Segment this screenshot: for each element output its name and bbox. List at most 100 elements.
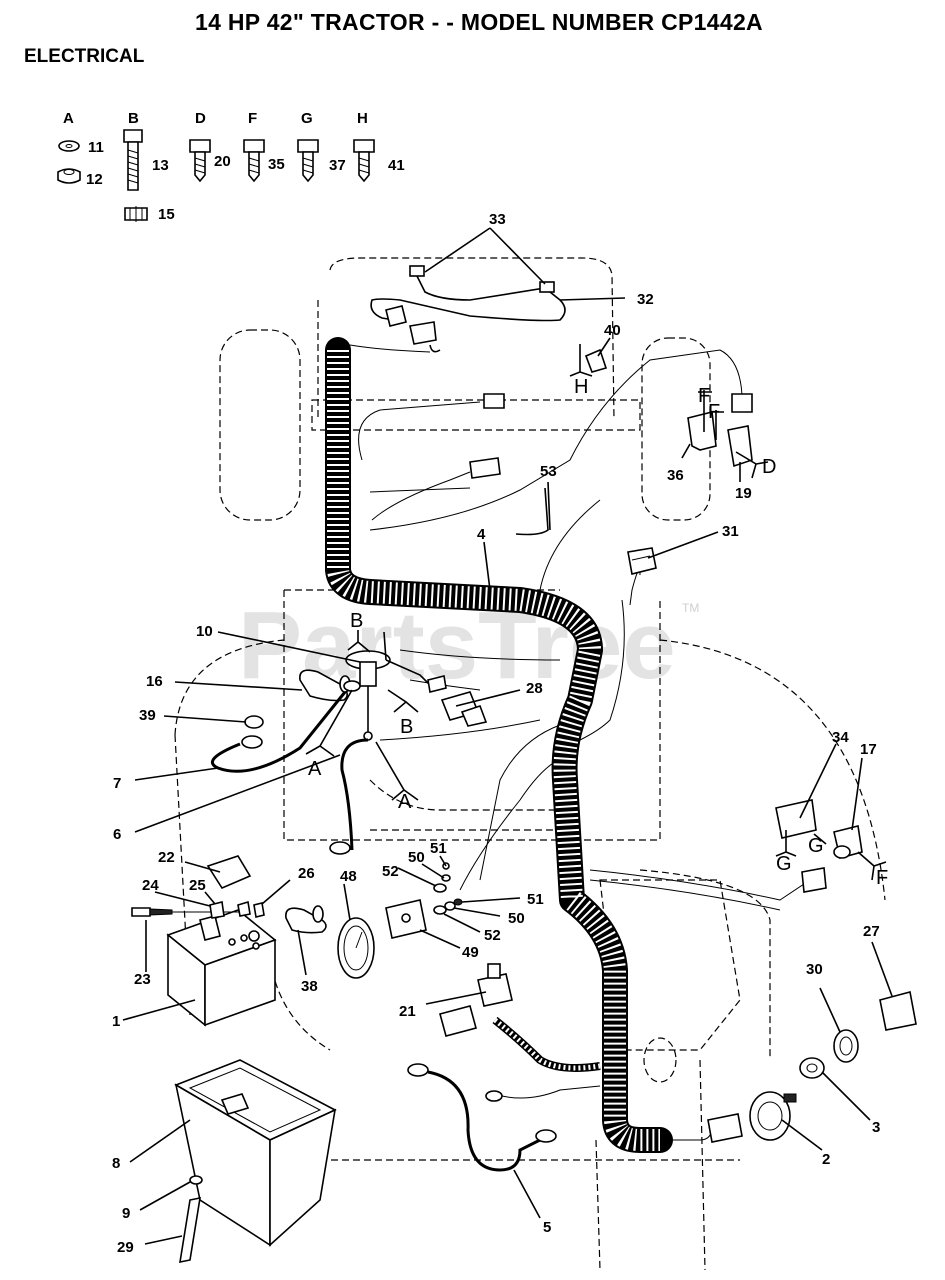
wire bbox=[539, 499, 601, 591]
symbol-b2 bbox=[387, 689, 419, 713]
screw-20-head bbox=[189, 139, 211, 153]
part-13-label: 13 bbox=[152, 157, 169, 174]
callout-25: 25 bbox=[189, 877, 206, 894]
leader-9 bbox=[139, 1181, 191, 1211]
wire bbox=[379, 719, 541, 741]
headlight-bulb-left bbox=[409, 265, 425, 277]
callout-50-upper: 50 bbox=[408, 849, 425, 866]
callout-21: 21 bbox=[399, 1003, 416, 1020]
headlight-bulb-right bbox=[539, 281, 555, 293]
part-53-shape bbox=[515, 487, 549, 536]
switch-nub bbox=[783, 1093, 797, 1103]
callout-34: 34 bbox=[832, 729, 849, 746]
callout-6: 6 bbox=[113, 826, 121, 843]
hardware-key: A B D F G H 11 12 13 15 20 35 37 bbox=[57, 110, 405, 223]
wire bbox=[589, 879, 781, 911]
battery-cable-7 bbox=[211, 680, 361, 773]
hardware-symbol-g-1: G bbox=[776, 853, 792, 875]
pedestal-outline bbox=[599, 879, 741, 1051]
callout-23: 23 bbox=[134, 971, 151, 988]
callout-16: 16 bbox=[146, 673, 163, 690]
wire bbox=[349, 344, 431, 353]
washer-52-upper bbox=[433, 883, 447, 893]
symbol-f3 bbox=[857, 851, 887, 881]
main-wire-harness-4 bbox=[325, 337, 673, 1153]
screw-35-head bbox=[243, 139, 265, 153]
cable-ring bbox=[343, 680, 361, 692]
hardware-letter-a: A bbox=[63, 110, 74, 127]
part-40-shape bbox=[584, 348, 608, 373]
harness-coil-rings bbox=[327, 350, 660, 1151]
part-37-label: 37 bbox=[329, 157, 346, 174]
pto-coil-cable bbox=[492, 1016, 601, 1072]
hood-outline bbox=[329, 257, 615, 421]
washer-50-upper bbox=[441, 874, 451, 882]
tray-block bbox=[220, 1093, 250, 1115]
seat-right bbox=[639, 869, 771, 1060]
battery-tray-8 bbox=[174, 1059, 337, 1247]
callout-19: 19 bbox=[735, 485, 752, 502]
callout-40: 40 bbox=[604, 322, 621, 339]
leader-28 bbox=[455, 689, 521, 707]
leader-32 bbox=[559, 297, 626, 301]
leader-8 bbox=[129, 1119, 191, 1163]
leader-31 bbox=[647, 531, 719, 559]
cable-wire bbox=[427, 1070, 541, 1172]
callout-51-upper: 51 bbox=[430, 840, 447, 857]
headlight-harness bbox=[370, 265, 566, 353]
part-20-label: 20 bbox=[214, 153, 231, 170]
wire bbox=[371, 471, 471, 521]
hardware-letter-h: H bbox=[357, 110, 368, 127]
hardware-symbol-g-2: G bbox=[808, 835, 824, 857]
leader-52b bbox=[443, 913, 481, 933]
headlight-connector-1 bbox=[385, 305, 407, 327]
callout-29: 29 bbox=[117, 1239, 134, 1256]
callout-53: 53 bbox=[540, 463, 557, 480]
leader-51b bbox=[461, 897, 521, 903]
leader-39 bbox=[163, 715, 247, 723]
battery-1 bbox=[166, 909, 277, 1027]
leader-21 bbox=[425, 991, 487, 1005]
callout-39: 39 bbox=[139, 707, 156, 724]
pto-switch-21 bbox=[439, 963, 513, 1037]
leader-30 bbox=[819, 987, 841, 1033]
callout-36: 36 bbox=[667, 467, 684, 484]
screw-threads bbox=[248, 157, 260, 174]
symbol-b1 bbox=[347, 630, 371, 653]
part-35-label: 35 bbox=[268, 156, 285, 173]
harness-connector bbox=[731, 393, 753, 413]
bolt-23-shank bbox=[149, 908, 173, 916]
washer-11-shape bbox=[58, 140, 80, 152]
harness-connector bbox=[469, 457, 501, 479]
callout-50-lower: 50 bbox=[508, 910, 525, 927]
leader-36 bbox=[681, 443, 691, 459]
callout-labels: 33 32 40 36 19 53 4 31 10 16 28 39 34 17… bbox=[112, 211, 880, 1256]
boot-opening bbox=[312, 905, 324, 923]
battery-front bbox=[204, 938, 276, 1027]
callout-33: 33 bbox=[489, 211, 506, 228]
gauge-48 bbox=[337, 917, 375, 979]
leader-38 bbox=[297, 929, 307, 976]
leader-52a bbox=[397, 867, 437, 887]
leader-16 bbox=[174, 681, 303, 691]
bracket-hole bbox=[401, 913, 411, 923]
callout-1: 1 bbox=[112, 1013, 120, 1030]
wire bbox=[399, 649, 561, 661]
callout-27: 27 bbox=[863, 923, 880, 940]
symbol-a2 bbox=[375, 741, 419, 801]
hardware-letter-g: G bbox=[301, 110, 313, 127]
battery-post bbox=[248, 930, 260, 942]
callout-7: 7 bbox=[113, 775, 121, 792]
symbol-f1 bbox=[698, 390, 712, 432]
leader-10 bbox=[217, 631, 361, 663]
hardware-symbol-f-2: F bbox=[708, 401, 720, 423]
switch-31 bbox=[627, 547, 657, 575]
nut-flutes bbox=[129, 206, 143, 222]
clip-9 bbox=[189, 1175, 203, 1185]
nut-12-shape bbox=[57, 168, 81, 184]
leader-24 bbox=[154, 891, 211, 907]
rear-right-fender bbox=[659, 639, 886, 901]
pad-22 bbox=[206, 855, 252, 890]
section-label: ELECTRICAL bbox=[24, 46, 145, 67]
